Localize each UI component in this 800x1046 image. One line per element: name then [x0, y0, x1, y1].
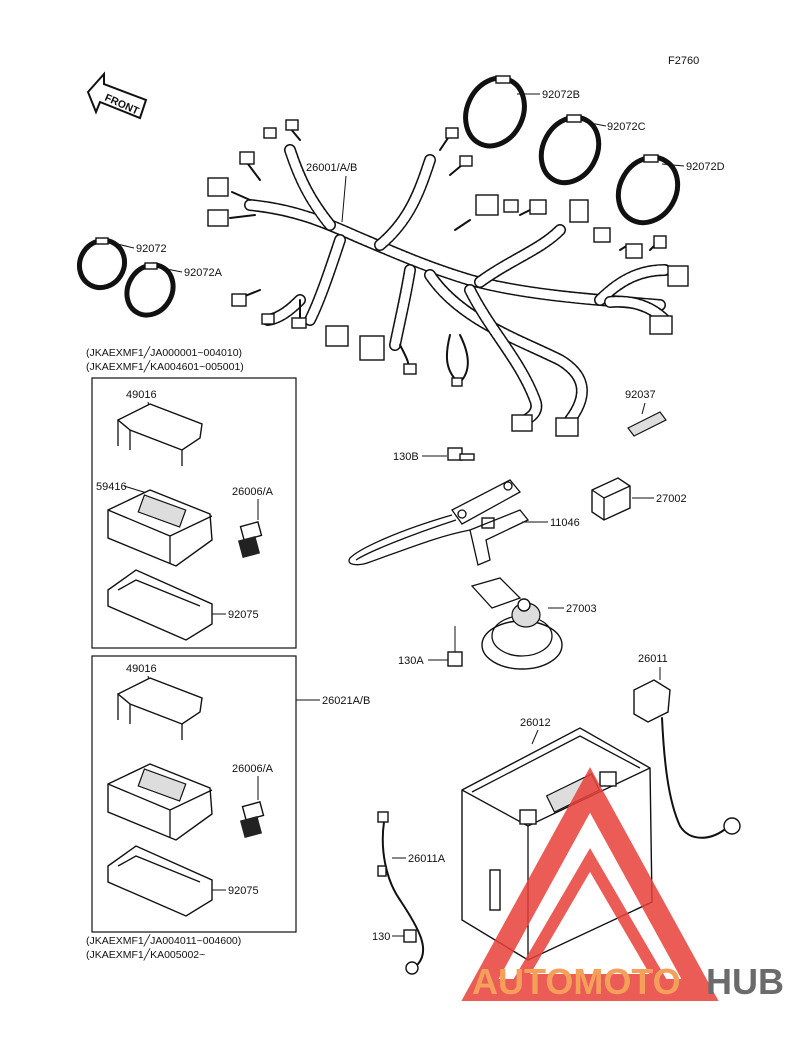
- relay-label: 27002: [656, 493, 687, 505]
- fuse-2-label: 26006/A: [232, 763, 274, 775]
- bracket-11046: [348, 479, 530, 566]
- harness-label: 26001/A/B: [306, 162, 357, 174]
- band-92072A-label: 92072A: [184, 267, 223, 279]
- junction-box-group-1: [91, 377, 297, 649]
- cover-top-49016-1: [116, 403, 203, 466]
- cable-26011A: [377, 811, 425, 975]
- front-arrow-icon: FRONT: [86, 71, 148, 120]
- fuse-26006A-2: [239, 801, 265, 839]
- junction-box-label: 26021A/B: [322, 695, 370, 707]
- band-92072C-label: 92072C: [607, 121, 646, 133]
- watermark-text-main: AUTOMOTO: [472, 961, 681, 1002]
- bolt-130B: [447, 447, 475, 461]
- fuse-26006A-1: [237, 521, 263, 559]
- band-92072: [76, 237, 128, 291]
- cover-bottom-1-label: 92075: [228, 609, 259, 621]
- bracket-label: 11046: [550, 517, 580, 529]
- cable-26011: [633, 679, 741, 839]
- bolt-130A: [447, 626, 463, 667]
- cable-minus-label: 26011A: [408, 853, 446, 865]
- cover-bottom-2-label: 92075: [228, 885, 259, 897]
- bolt-130-label: 130: [372, 931, 390, 943]
- band-92072D: [615, 154, 681, 226]
- watermark-text-hub: HUB: [706, 961, 784, 1002]
- band-92072A: [124, 262, 176, 318]
- cover-top-2-label: 49016: [126, 663, 157, 675]
- battery-label: 26012: [520, 717, 551, 729]
- cover-bottom-92075-2: [107, 845, 213, 917]
- fuse-1-label: 26006/A: [232, 486, 274, 498]
- serial-note-1a: (JKAEXMF1╱JA000001~004010): [86, 345, 242, 359]
- serial-note-2b: (JKAEXMF1╱KA005002~: [86, 947, 205, 961]
- bolt-130B-label: 130B: [393, 451, 419, 463]
- band-92072C: [538, 114, 602, 186]
- band-92072B: [463, 75, 527, 149]
- figure-id: F2760: [668, 55, 699, 67]
- bolt-130: [403, 929, 417, 943]
- relay-27002: [591, 477, 631, 521]
- junction-box-group-2: [91, 655, 297, 933]
- cover-top-1-label: 49016: [126, 389, 157, 401]
- cover-bottom-92075-1: [107, 569, 213, 641]
- cover-top-49016-2: [116, 677, 203, 740]
- jbox-1-label: 59416: [96, 481, 127, 493]
- horn-label: 27003: [566, 603, 597, 615]
- serial-note-2a: (JKAEXMF1╱JA004011~004600): [86, 933, 241, 947]
- serial-note-1b: (JKAEXMF1╱KA004601~005001): [86, 359, 244, 373]
- bolt-130A-label: 130A: [398, 655, 424, 667]
- watermark-logo: [461, 767, 719, 1001]
- junction-box-59416: [107, 489, 213, 567]
- clamp-92037: [627, 411, 667, 437]
- junction-box-2: [107, 763, 213, 841]
- band-92072-label: 92072: [136, 243, 167, 255]
- cable-plus-label: 26011: [638, 653, 668, 665]
- main-wiring-harness: [207, 119, 689, 437]
- clamp-label: 92037: [625, 389, 656, 401]
- band-92072B-label: 92072B: [542, 89, 580, 101]
- band-92072D-label: 92072D: [686, 161, 725, 173]
- horn-27003: [470, 577, 563, 670]
